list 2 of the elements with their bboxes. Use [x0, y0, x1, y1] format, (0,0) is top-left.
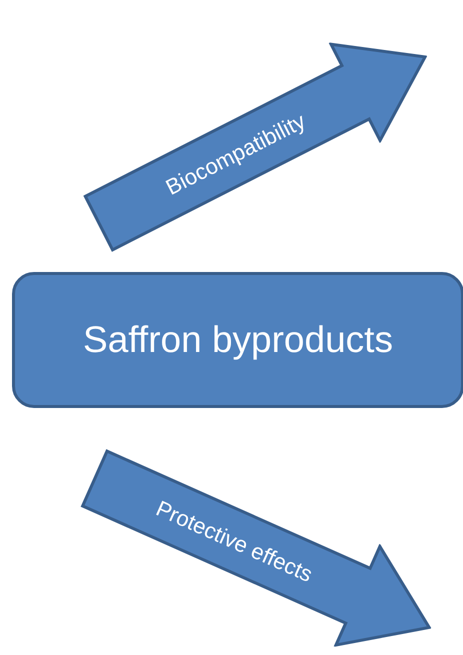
box-label: Saffron byproducts [83, 318, 393, 362]
rounded-box [12, 272, 463, 408]
